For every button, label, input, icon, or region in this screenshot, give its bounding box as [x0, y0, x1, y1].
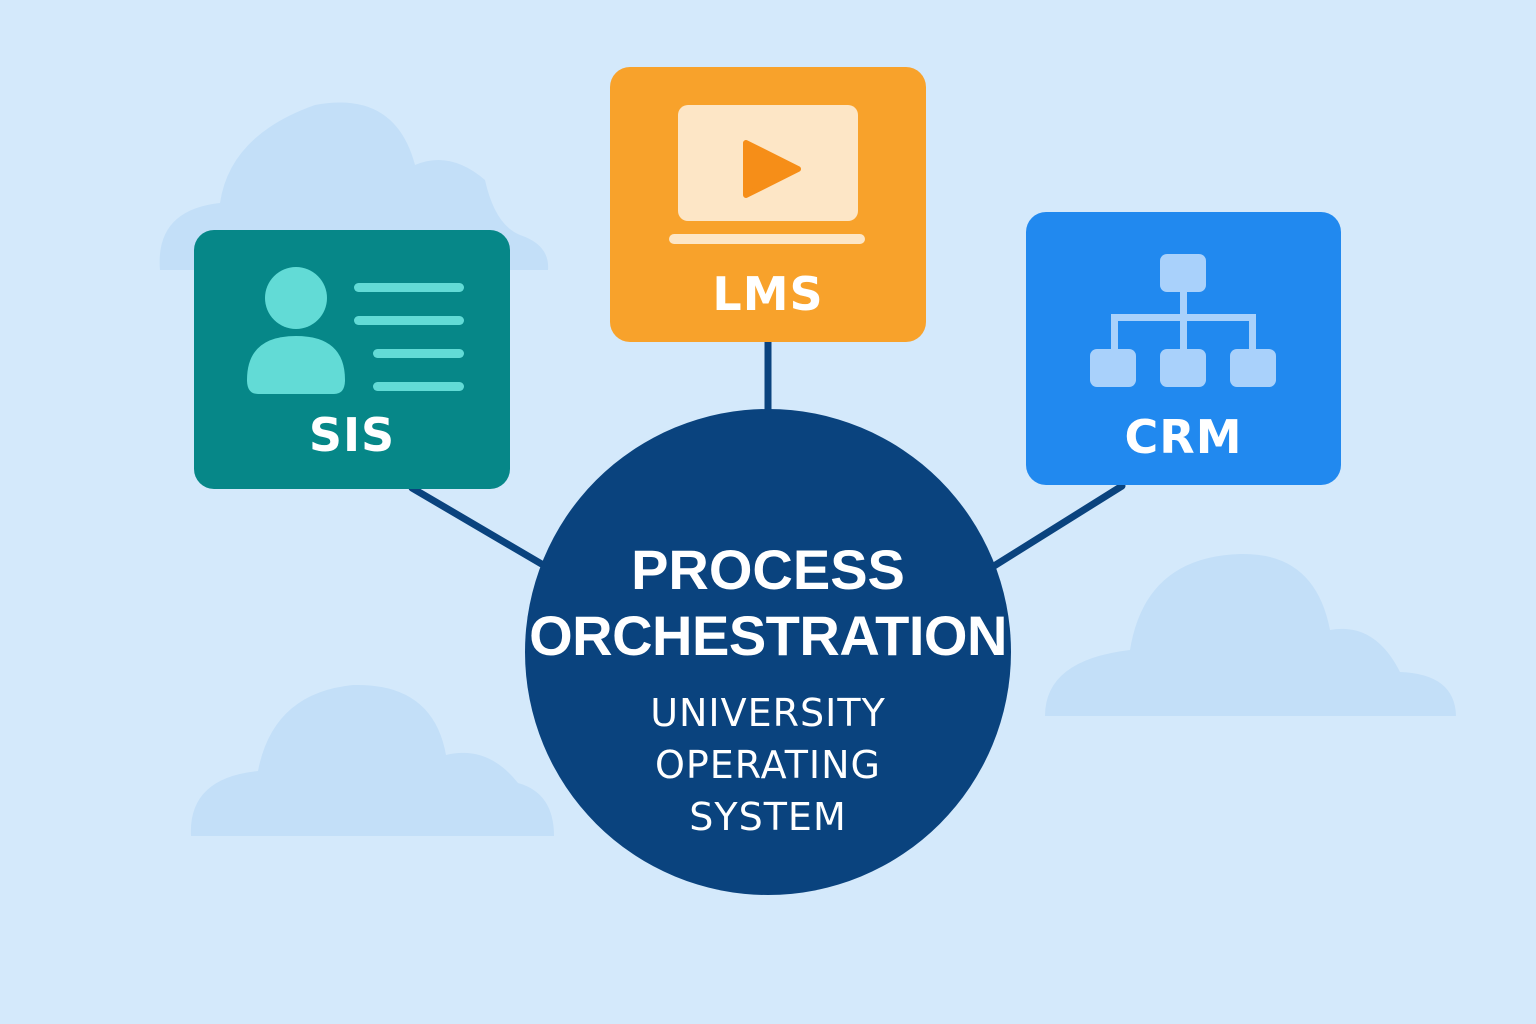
hub-subtitle-line1: UNIVERSITY: [650, 691, 886, 735]
process-orchestration-hub: PROCESS ORCHESTRATION UNIVERSITY OPERATI…: [525, 409, 1011, 895]
sis-card: SIS: [194, 230, 510, 489]
hub-subtitle-line2: OPERATING: [654, 743, 882, 787]
lms-card: LMS: [610, 67, 926, 342]
org-hierarchy-icon: [1090, 254, 1276, 387]
cloud-icon: [190, 684, 554, 836]
hub-title-line2: ORCHESTRATION: [529, 604, 1007, 667]
hub-title-line1: PROCESS: [631, 538, 905, 601]
cloud-icon: [159, 102, 549, 270]
sis-label: SIS: [308, 408, 396, 462]
connector-sis: [408, 484, 549, 570]
video-player-icon: [669, 105, 865, 244]
cloud-icon: [1045, 553, 1456, 716]
connector-crm: [990, 482, 1126, 570]
lms-label: LMS: [712, 267, 824, 321]
hub-subtitle-line3: SYSTEM: [689, 795, 847, 839]
crm-card: CRM: [1026, 212, 1341, 485]
student-id-icon: [247, 267, 464, 394]
crm-label: CRM: [1124, 410, 1243, 464]
